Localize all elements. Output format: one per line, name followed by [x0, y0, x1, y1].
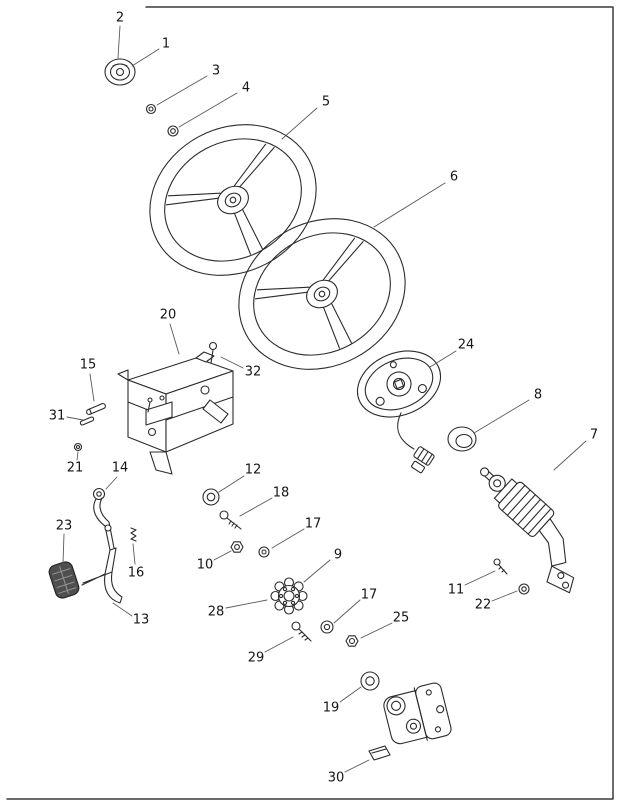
gerotor-star: [270, 577, 308, 615]
leader-line-17-25: [333, 599, 361, 624]
washer-22: [518, 583, 530, 595]
callout-1: 1: [162, 37, 170, 52]
leader-line-6-5: [373, 182, 446, 228]
leader-line-18-17: [239, 497, 273, 517]
callout-17: 17: [305, 517, 322, 532]
leader-line-8-9: [473, 399, 530, 434]
leader-line-21-13: [76, 451, 79, 461]
callout-7: 7: [590, 428, 598, 443]
leader-line-16-18: [132, 543, 136, 565]
callout-9: 9: [334, 548, 342, 563]
callout-18: 18: [273, 486, 290, 501]
leader-line-23-15: [62, 533, 65, 564]
callout-25: 25: [393, 611, 410, 626]
leader-line-3-2: [156, 75, 208, 106]
key-plate: [368, 745, 391, 761]
leader-line-10-20: [213, 550, 232, 561]
callout-28: 28: [208, 605, 225, 620]
leader-line-20-6: [169, 323, 180, 355]
leader-line-32-7: [220, 356, 244, 369]
washer-19: [360, 671, 380, 691]
callout-13: 13: [133, 613, 150, 628]
pedal-lever: [92, 487, 115, 551]
hex-nut-25: [345, 635, 359, 647]
callout-5: 5: [322, 95, 330, 110]
callout-10: 10: [197, 558, 214, 573]
steering-column: [480, 467, 575, 594]
steering-valve-pump: [383, 682, 452, 745]
leader-line-29-24: [264, 636, 294, 653]
steering-wheel-a: [149, 124, 317, 276]
leader-line-13-19: [112, 602, 133, 617]
callout-17: 17: [361, 588, 378, 603]
callout-16: 16: [128, 566, 145, 581]
horn-cap: [104, 58, 136, 86]
callout-19: 19: [323, 701, 340, 716]
leader-line-15-11: [89, 373, 95, 402]
callout-23: 23: [56, 519, 73, 534]
stud-11: [493, 558, 508, 575]
leader-line-25-26: [360, 622, 393, 639]
page-border: [6, 6, 614, 800]
callout-2: 2: [116, 11, 124, 26]
callout-6: 6: [450, 170, 458, 185]
leader-line-14-14: [105, 476, 118, 490]
leader-line-7-10: [553, 440, 587, 471]
callout-20: 20: [160, 308, 177, 323]
callout-3: 3: [212, 64, 220, 79]
callout-21: 21: [67, 461, 84, 476]
callout-4: 4: [242, 81, 250, 96]
washer-12: [202, 488, 220, 506]
callout-11: 11: [448, 583, 465, 598]
hex-nut-10: [230, 541, 244, 553]
callout-29: 29: [248, 651, 265, 666]
small-pin: [79, 416, 95, 426]
bolt-29: [291, 621, 312, 642]
pedal-pad: [48, 561, 80, 599]
leader-line-30-30: [344, 759, 370, 773]
callout-8: 8: [534, 388, 542, 403]
leader-line-2-0: [117, 25, 121, 59]
callout-12: 12: [245, 463, 262, 478]
small-nut-21: [73, 442, 83, 452]
callout-30: 30: [328, 771, 345, 786]
leader-line-22-29: [491, 590, 518, 602]
bracket-bolt: [208, 341, 218, 364]
leader-line-9-22: [303, 559, 331, 583]
brake-pedal-arm: [81, 547, 123, 604]
leader-line-31-12: [66, 416, 84, 421]
lock-nut-17a: [258, 546, 270, 558]
leader-line-4-3: [178, 92, 238, 128]
leader-line-12-16: [218, 475, 245, 493]
cap-washer: [167, 125, 179, 137]
leader-line-5-4: [281, 107, 318, 140]
callout-24: 24: [458, 338, 475, 353]
cap-nut: [145, 103, 157, 115]
leader-line-28-23: [225, 599, 268, 609]
leader-line-17-21: [271, 528, 305, 549]
bolt-18: [219, 510, 242, 530]
clevis-pin: [86, 403, 106, 415]
steering-wheel-b: [238, 218, 406, 370]
callout-31: 31: [49, 409, 66, 424]
seal-ring: [447, 426, 477, 452]
callout-14: 14: [112, 461, 129, 476]
leader-line-19-27: [339, 686, 362, 703]
support-bracket: [117, 351, 234, 475]
leader-line-24-8: [429, 350, 457, 368]
callout-32: 32: [245, 365, 262, 380]
leader-line-11-28: [464, 570, 496, 586]
callout-15: 15: [80, 358, 97, 373]
callout-22: 22: [475, 598, 492, 613]
washer-17b: [320, 620, 334, 634]
spring-clip: [130, 527, 137, 542]
leader-line-1-1: [131, 48, 160, 67]
wire-connector: [411, 446, 435, 474]
wiring-harness: [397, 412, 415, 450]
column-cover: [356, 350, 442, 418]
